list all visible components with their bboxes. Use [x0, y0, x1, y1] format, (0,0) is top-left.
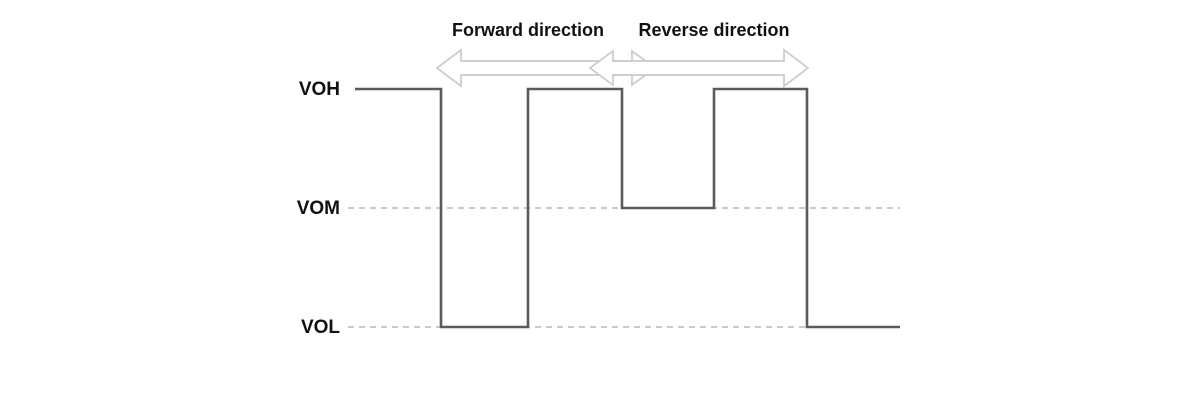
vol-label: VOL [301, 317, 340, 338]
output-signal-waveform [355, 87, 900, 329]
reverse-direction-arrow [588, 48, 810, 88]
direction-arrows [435, 48, 810, 88]
level-labels: VOH VOM VOL [297, 79, 341, 338]
reverse-direction-label: Reverse direction [638, 20, 789, 40]
voh-label: VOH [299, 79, 340, 100]
direction-labels: Forward direction Reverse direction [452, 20, 790, 40]
guide-lines [348, 207, 900, 328]
vom-label: VOM [297, 198, 340, 219]
forward-direction-label: Forward direction [452, 20, 604, 40]
waveform-group [355, 87, 900, 329]
